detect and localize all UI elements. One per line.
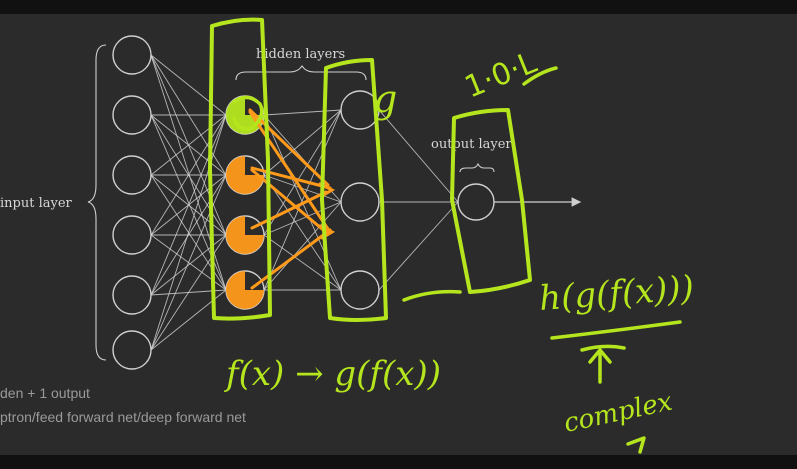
edge-l2-2-0 bbox=[378, 201, 459, 291]
edge-l1-2-0 bbox=[263, 109, 342, 236]
orange-line-5 bbox=[248, 110, 332, 234]
neuron-layer2-1 bbox=[340, 182, 380, 222]
complex-arrow-bar bbox=[580, 344, 626, 352]
orange-line-6 bbox=[250, 168, 330, 236]
top-edge-shadow bbox=[0, 0, 797, 14]
edge-l1-1-0 bbox=[263, 109, 342, 176]
caption-line-2: ptron/feed forward net/deep forward net bbox=[0, 409, 246, 425]
edge-l1-3-0 bbox=[263, 109, 342, 291]
edge-l0-3-0 bbox=[150, 114, 227, 236]
neuron-layer2-0 bbox=[340, 90, 380, 130]
hand-underline bbox=[402, 289, 462, 302]
hand-box-layer-1 bbox=[208, 17, 272, 321]
neuron-layer0-1 bbox=[112, 95, 152, 135]
edge-l2-0-0 bbox=[378, 109, 459, 203]
bottom-edge-shadow bbox=[0, 455, 797, 469]
orange-line-1 bbox=[248, 108, 330, 187]
composite-underline bbox=[550, 320, 682, 340]
hand-box-layer-2 bbox=[320, 58, 388, 322]
edge-l0-4-0 bbox=[150, 114, 227, 296]
edge-l0-5-1 bbox=[150, 174, 227, 351]
orange-neuron-1 bbox=[226, 156, 264, 194]
annotation-iol: 1·0·L bbox=[460, 45, 542, 105]
neuron-layer0-2 bbox=[112, 155, 152, 195]
output-layer-label: output layer bbox=[431, 137, 512, 152]
orange-neuron-3 bbox=[226, 271, 264, 309]
neuron-layer3-0 bbox=[457, 183, 495, 221]
hidden-layers-label: hidden layers bbox=[256, 47, 345, 62]
hidden-layers-brace bbox=[235, 65, 367, 81]
neuron-layer0-4 bbox=[112, 275, 152, 315]
neuron-layer2-2 bbox=[340, 270, 380, 310]
edge-l0-0-3 bbox=[150, 54, 227, 291]
orange-line-4 bbox=[250, 228, 332, 290]
neuron-layer0-3 bbox=[112, 215, 152, 255]
orange-line-3 bbox=[250, 190, 328, 230]
annotation-g: g bbox=[373, 77, 397, 121]
output-layer-brace bbox=[459, 162, 495, 173]
orange-connections bbox=[248, 108, 336, 290]
edge-l1-0-0 bbox=[263, 109, 342, 116]
annotation-composite: h(g(f(x))) bbox=[538, 268, 695, 319]
orange-line-2 bbox=[250, 166, 332, 190]
complex-arrow bbox=[588, 348, 612, 384]
annotation-fx-chain: f(x) → g(f(x)) bbox=[223, 354, 441, 394]
complex-tick bbox=[626, 436, 646, 454]
hand-box-output bbox=[450, 108, 532, 294]
annotation-complex: complex bbox=[561, 387, 675, 439]
caption-line-1: den + 1 output bbox=[0, 385, 90, 401]
orange-neuron-2 bbox=[226, 216, 264, 254]
edge-l0-4-1 bbox=[150, 174, 227, 296]
edge-l0-5-0 bbox=[150, 114, 227, 351]
edge-l1-2-1 bbox=[263, 201, 342, 236]
hand-circle-mark bbox=[232, 95, 264, 131]
input-layer-brace bbox=[87, 44, 107, 361]
neuron-layer0-5 bbox=[112, 330, 152, 370]
edge-l1-3-1 bbox=[263, 201, 342, 291]
neuron-layer0-0 bbox=[112, 35, 152, 75]
edge-l0-0-0 bbox=[150, 54, 227, 116]
input-layer-label: input layer bbox=[0, 196, 73, 211]
edge-l0-2-0 bbox=[150, 114, 227, 176]
iol-underline bbox=[522, 66, 558, 86]
